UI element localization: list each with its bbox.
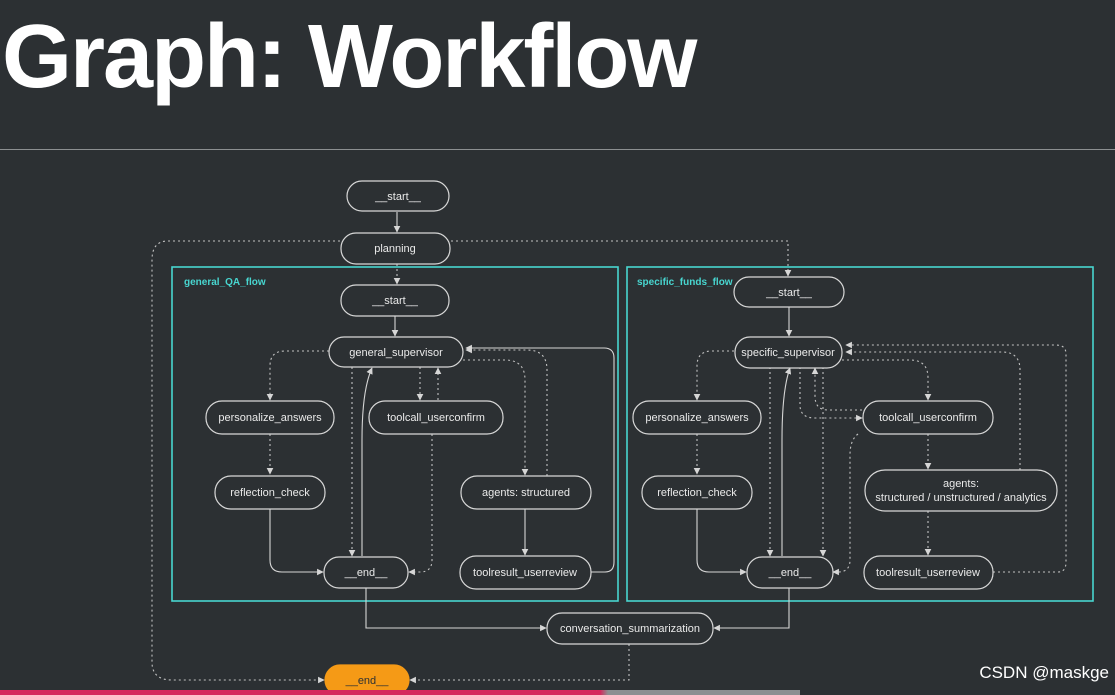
node-s-toolcall-userconfirm[interactable]: toolcall_userconfirm bbox=[862, 400, 994, 435]
edge-s-toolresult-supervisor bbox=[845, 341, 1067, 573]
svg-text:agents: structured: agents: structured bbox=[482, 487, 570, 499]
subgraph-specific-label: specific_funds_flow bbox=[637, 277, 733, 288]
edge-general-end-summarization bbox=[365, 588, 547, 632]
edge-summarization-end bbox=[409, 644, 630, 684]
node-g-toolresult-userreview[interactable]: toolresult_userreview bbox=[459, 555, 592, 590]
svg-text:__start__: __start__ bbox=[765, 287, 813, 299]
svg-text:structured / unstructured / an: structured / unstructured / analytics bbox=[875, 492, 1047, 504]
edge-g-toolcall-end bbox=[408, 434, 433, 576]
subgraph-general-label: general_QA_flow bbox=[184, 277, 266, 288]
node-conversation-summarization[interactable]: conversation_summarization bbox=[546, 612, 714, 645]
svg-text:toolresult_userreview: toolresult_userreview bbox=[876, 567, 980, 579]
bottom-progress-bar bbox=[0, 690, 800, 695]
svg-text:personalize_answers: personalize_answers bbox=[218, 412, 322, 424]
title-divider bbox=[0, 149, 1115, 150]
svg-text:toolresult_userreview: toolresult_userreview bbox=[473, 567, 577, 579]
svg-text:reflection_check: reflection_check bbox=[230, 487, 310, 499]
edge-s-reflection-end bbox=[696, 509, 747, 576]
node-g-start[interactable]: __start__ bbox=[340, 284, 450, 317]
node-s-toolresult-userreview[interactable]: toolresult_userreview bbox=[863, 555, 994, 590]
edge-g-end-supervisor bbox=[361, 367, 373, 556]
edge-g-agents-supervisor bbox=[465, 346, 548, 476]
node-s-start[interactable]: __start__ bbox=[733, 276, 845, 308]
page-title: Graph: Workflow bbox=[2, 7, 697, 107]
edge-planning-specific bbox=[451, 240, 792, 277]
node-g-personalize-answers[interactable]: personalize_answers bbox=[205, 400, 335, 435]
svg-text:agents:: agents: bbox=[943, 478, 979, 490]
node-start[interactable]: __start__ bbox=[346, 180, 450, 212]
svg-text:toolcall_userconfirm: toolcall_userconfirm bbox=[387, 412, 485, 424]
svg-text:__end__: __end__ bbox=[768, 567, 813, 579]
edge-g-toolresult-supervisor bbox=[465, 344, 615, 573]
edge-g-reflection-end bbox=[269, 509, 324, 576]
node-planning[interactable]: planning bbox=[340, 232, 451, 265]
edge-specific-end-summarization bbox=[713, 588, 790, 632]
node-g-general-supervisor[interactable]: general_supervisor bbox=[328, 336, 464, 368]
svg-text:conversation_summarization: conversation_summarization bbox=[560, 623, 700, 635]
node-s-reflection-check[interactable]: reflection_check bbox=[641, 475, 753, 510]
node-g-agents-structured[interactable]: agents: structured bbox=[460, 475, 592, 510]
node-s-personalize-answers[interactable]: personalize_answers bbox=[632, 400, 762, 435]
edge-s-toolcall-supervisor bbox=[811, 367, 862, 411]
node-g-toolcall-userconfirm[interactable]: toolcall_userconfirm bbox=[368, 400, 504, 435]
edge-s-supervisor-personalize bbox=[693, 350, 734, 401]
svg-text:__end__: __end__ bbox=[344, 567, 389, 579]
svg-text:reflection_check: reflection_check bbox=[657, 487, 737, 499]
svg-text:general_supervisor: general_supervisor bbox=[349, 347, 443, 359]
node-s-end[interactable]: __end__ bbox=[746, 556, 834, 589]
svg-text:planning: planning bbox=[374, 243, 416, 255]
subgraph-general-qa-flow bbox=[171, 266, 619, 602]
edge-s-supervisor-agents bbox=[842, 359, 932, 401]
node-g-end[interactable]: __end__ bbox=[323, 556, 409, 589]
node-s-agents[interactable]: agents: structured / unstructured / anal… bbox=[864, 469, 1058, 512]
node-end[interactable]: __end__ bbox=[324, 664, 410, 695]
edge-planning-end bbox=[151, 240, 340, 684]
subgraph-specific-funds-flow bbox=[626, 266, 1094, 602]
edge-s-toolcall-end bbox=[832, 433, 859, 576]
node-s-specific-supervisor[interactable]: specific_supervisor bbox=[734, 336, 843, 369]
edge-g-supervisor-personalize bbox=[266, 350, 329, 401]
node-g-reflection-check[interactable]: reflection_check bbox=[214, 475, 326, 510]
edge-s-supervisor-toolcall bbox=[799, 367, 863, 422]
edge-s-end-supervisor bbox=[781, 367, 792, 556]
svg-text:__start__: __start__ bbox=[371, 295, 419, 307]
svg-text:toolcall_userconfirm: toolcall_userconfirm bbox=[879, 412, 977, 424]
svg-text:__end__: __end__ bbox=[345, 675, 390, 687]
svg-text:__start__: __start__ bbox=[374, 191, 422, 203]
svg-text:specific_supervisor: specific_supervisor bbox=[741, 347, 835, 359]
svg-text:personalize_answers: personalize_answers bbox=[645, 412, 749, 424]
edge-s-agents-supervisor bbox=[845, 348, 1021, 470]
watermark: CSDN @maskge bbox=[979, 663, 1109, 682]
